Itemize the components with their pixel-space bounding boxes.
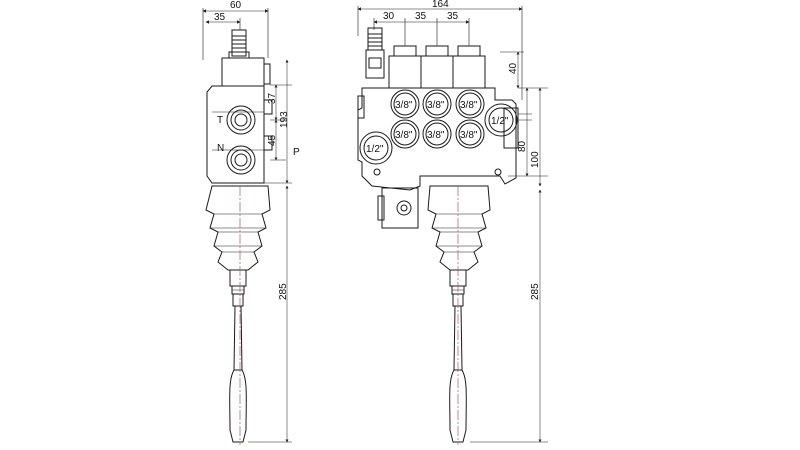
port-upper-1-label: 3/8" xyxy=(395,100,413,111)
dim-285-front-label: 285 xyxy=(530,283,541,300)
port-lower-3-label: 3/8" xyxy=(460,130,478,141)
dim-164-label: 164 xyxy=(432,0,449,10)
port-upper-3-label: 3/8" xyxy=(460,100,478,111)
port-right-label: 1/2" xyxy=(491,116,509,127)
dim-30-label: 30 xyxy=(383,11,395,22)
port-p-label: P xyxy=(293,147,300,158)
port-upper-2-label: 3/8" xyxy=(427,100,445,111)
port-lower-2-label: 3/8" xyxy=(427,130,445,141)
dim-60-label: 60 xyxy=(230,0,242,11)
port-lower-1-label: 3/8" xyxy=(395,130,413,141)
dim-35a-label: 35 xyxy=(415,11,427,22)
front-view xyxy=(357,6,548,443)
dim-35b-label: 35 xyxy=(447,11,459,22)
port-left-label: 1/2" xyxy=(366,144,384,155)
dim-80-label: 80 xyxy=(517,140,528,152)
dim-45-label: 45 xyxy=(267,134,278,146)
dim-100-label: 100 xyxy=(530,151,541,168)
port-n-label: N xyxy=(217,143,224,154)
dim-37-label: 37 xyxy=(267,92,278,104)
dim-285-side-label: 285 xyxy=(278,283,289,300)
dim-40-label: 40 xyxy=(508,62,519,74)
ports-group xyxy=(359,89,518,165)
side-view xyxy=(202,8,292,443)
dim-35-label: 35 xyxy=(214,12,226,23)
dim-193-label: 193 xyxy=(279,111,290,128)
port-t-label: T xyxy=(217,115,223,126)
